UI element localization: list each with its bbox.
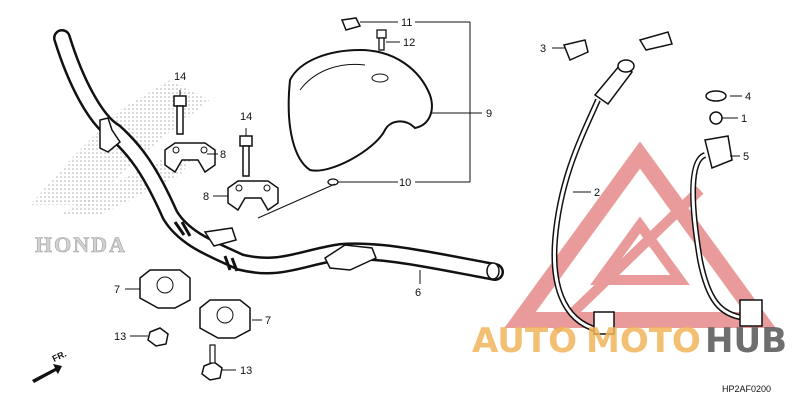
nut-13a [147,327,169,347]
callout-10: 10 [399,177,411,189]
part-code-label: HP2AF0200 [722,384,771,394]
honda-logo-text: HONDA [35,232,127,257]
watermark-brand: AUTO MOTO HUB [472,321,787,361]
handlebar-pipe [53,29,504,281]
accessory-socket [690,90,763,327]
handlebar-cover [287,48,433,172]
bolt-14b [239,135,253,177]
callout-9: 9 [486,108,492,120]
watermark-brand-mid: MOTO [586,321,701,361]
front-arrow-icon: FR. [32,349,68,383]
watermark-brand-right: HUB [705,321,787,361]
callout-14a: 14 [174,71,186,83]
nut-13b [201,344,223,381]
callout-2: 2 [594,187,600,199]
callout-3: 3 [540,43,546,55]
bolt-14a [173,95,187,135]
callout-13a: 13 [114,331,126,343]
front-marker-label: FR. [51,349,68,364]
callout-1: 1 [741,113,747,125]
upper-holder-8b [227,180,279,212]
key-icon [562,31,673,62]
lower-holder-7a [139,269,191,309]
cap-11 [340,17,362,31]
callout-8b: 8 [203,191,209,203]
upper-holder-8a [164,142,216,174]
watermark-brand-left: AUTO [472,321,577,361]
callout-4: 4 [745,91,751,103]
callout-7a: 7 [114,284,120,296]
callout-5: 5 [743,151,749,163]
lower-holder-7b [199,299,251,339]
callout-12: 12 [403,37,415,49]
callout-6: 6 [415,287,421,299]
callout-7b: 7 [265,315,271,327]
callout-8a: 8 [220,149,226,161]
ignition-switch [551,59,635,335]
callout-14b: 14 [240,111,252,123]
leader-lines [125,21,742,371]
callout-11: 11 [401,17,412,29]
callout-13b: 13 [240,365,252,377]
clip-10 [327,178,339,186]
watermark-triangle-icon [504,141,776,334]
screw-12 [376,29,387,51]
